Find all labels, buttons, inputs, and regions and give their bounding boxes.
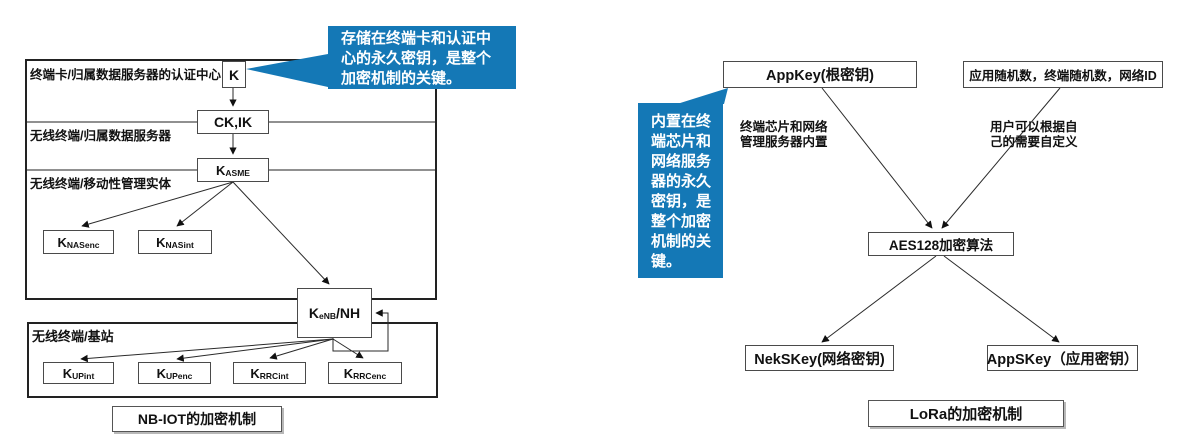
key-base: K bbox=[57, 234, 67, 250]
key-subscript: UPenc bbox=[165, 370, 193, 381]
row-label-hss: 无线终端/归属数据服务器 bbox=[30, 129, 171, 143]
key-subscript: ASME bbox=[225, 167, 250, 178]
lora-caption: LoRa的加密机制 bbox=[868, 400, 1064, 427]
note-appkey-builtin: 终端芯片和网络 管理服务器内置 bbox=[740, 120, 828, 149]
right-callout-pointer bbox=[677, 88, 728, 104]
node-appkey: AppKey(根密钥) bbox=[723, 61, 917, 88]
node-appskey: AppSKey（应用密钥） bbox=[987, 345, 1138, 371]
key-base: K bbox=[308, 305, 319, 321]
key-base: K bbox=[250, 365, 260, 381]
key-subscript: eNB bbox=[318, 310, 336, 321]
row-label-auth-center: 终端卡/归属数据服务器的认证中心 bbox=[30, 68, 221, 82]
key-subscript: NASint bbox=[165, 239, 194, 250]
left-arrows bbox=[80, 88, 389, 363]
node-k: K bbox=[222, 61, 246, 88]
lora-key-callout: 内置在终 端芯片和 网络服务 器的永久 密钥，是 整个加密 机制的关 键。 bbox=[638, 103, 723, 278]
left-callout-pointer bbox=[246, 54, 328, 87]
row-label-mme: 无线终端/移动性管理实体 bbox=[30, 177, 171, 191]
key-suffix: /NH bbox=[336, 305, 361, 321]
key-base: K bbox=[156, 365, 166, 381]
row-label-basestation: 无线终端/基站 bbox=[32, 329, 114, 344]
key-subscript: NASenc bbox=[66, 239, 100, 250]
right-arrows bbox=[821, 87, 1061, 343]
node-aes128: AES128加密算法 bbox=[868, 232, 1014, 256]
key-base: K bbox=[62, 365, 73, 381]
key-base: K bbox=[156, 234, 166, 250]
key-subscript: UPint bbox=[72, 370, 95, 381]
note-user-defined: 用户可以根据自 己的需要自定义 bbox=[990, 120, 1078, 149]
key-base: K bbox=[216, 162, 226, 178]
nbiot-key-callout: 存储在终端卡和认证中 心的永久密钥，是整个 加密机制的关键。 bbox=[328, 26, 516, 89]
node-ck-ik: CK,IK bbox=[197, 110, 269, 134]
key-base: K bbox=[343, 365, 354, 381]
key-subscript: RRCint bbox=[259, 370, 289, 381]
node-random-inputs: 应用随机数，终端随机数，网络ID bbox=[963, 61, 1163, 88]
nbiot-caption: NB-IOT的加密机制 bbox=[112, 406, 282, 432]
node-nekskey: NekSKey(网络密钥) bbox=[745, 345, 894, 371]
key-subscript: RRCenc bbox=[353, 370, 387, 381]
